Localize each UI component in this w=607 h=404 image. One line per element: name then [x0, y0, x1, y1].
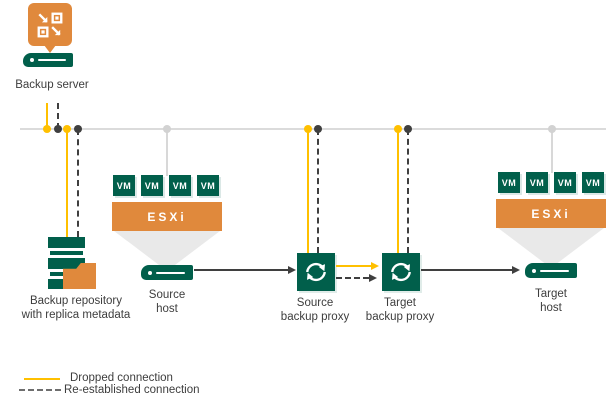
dropped-line-server: [46, 103, 48, 129]
server-led: [30, 58, 34, 62]
source-funnel: [114, 231, 220, 271]
dropped-line-target-proxy: [397, 129, 399, 253]
dropped-line-repository: [66, 129, 68, 237]
arrowhead-right: [512, 266, 520, 274]
arrow-host-to-source-proxy: [194, 269, 288, 271]
source-vm-3: VM: [169, 175, 191, 196]
dot-yellow-target-proxy: [394, 125, 402, 133]
repo-disk-2: [50, 251, 83, 255]
source-proxy-label: Source backup proxy: [280, 297, 350, 323]
dot-dark-2: [74, 125, 82, 133]
restore-qr-icon: [37, 12, 63, 37]
legend-dropped-swatch: [24, 378, 60, 380]
source-vm-1: VM: [113, 175, 135, 196]
backup-repository-label: Backup repository with replica metadata: [21, 295, 131, 321]
target-vm-4: VM: [582, 172, 604, 193]
target-funnel: [498, 228, 604, 268]
reestablished-line-server: [57, 103, 59, 129]
reestablished-arrow-proxy-to-proxy: [336, 277, 369, 279]
dot-yellow-source-proxy: [304, 125, 312, 133]
repo-disk-1: [48, 237, 85, 248]
backup-server-bar: [23, 53, 73, 67]
target-host-label: Target host: [535, 288, 567, 314]
arrow-proxy-to-target-host: [421, 269, 512, 271]
dot-yellow-2: [63, 125, 71, 133]
dot-dark-1: [54, 125, 62, 133]
reestablished-line-source-proxy: [317, 129, 319, 253]
dot-dark-source-proxy: [314, 125, 322, 133]
source-vm-2: VM: [141, 175, 163, 196]
legend-dropped-label: Dropped connection: [70, 372, 173, 384]
bubble-tail: [44, 45, 56, 53]
sync-icon: [306, 262, 326, 282]
target-proxy-label: Target backup proxy: [365, 297, 435, 323]
backup-server-bubble: [28, 3, 72, 46]
arrowhead-right: [369, 274, 377, 282]
dropped-line-source-proxy: [307, 129, 309, 253]
connector-target-host: [551, 129, 553, 173]
network-line: [20, 128, 606, 130]
host-led: [532, 268, 536, 273]
dropped-arrow-proxy-to-proxy: [336, 265, 372, 267]
legend-reestablished-swatch: [19, 389, 61, 391]
backup-server-label: Backup server: [15, 79, 89, 91]
target-vm-2: VM: [526, 172, 548, 193]
dot-yellow-1: [43, 125, 51, 133]
source-esxi-bar: ESXi: [112, 202, 222, 231]
legend-reestablished-label: Re-established connection: [64, 384, 200, 396]
target-vm-3: VM: [554, 172, 576, 193]
target-vm-1: VM: [498, 172, 520, 193]
sync-icon: [391, 262, 411, 282]
dot-gray-source: [163, 125, 171, 133]
dot-gray-target: [548, 125, 556, 133]
host-led: [148, 270, 152, 275]
reestablished-line-repository: [77, 129, 79, 237]
source-proxy-icon: [297, 253, 335, 291]
source-vm-4: VM: [197, 175, 219, 196]
server-slot: [38, 59, 66, 61]
repo-disk-3: [48, 258, 85, 269]
reestablished-line-target-proxy: [407, 129, 409, 253]
arrowhead-right-yellow: [371, 262, 379, 270]
connector-source-host: [166, 129, 168, 176]
dot-dark-target-proxy: [404, 125, 412, 133]
target-proxy-icon: [382, 253, 420, 291]
arrowhead-right: [288, 266, 296, 274]
target-esxi-bar: ESXi: [496, 199, 606, 228]
source-host-label: Source host: [148, 289, 186, 315]
target-host-bar: [525, 263, 577, 278]
host-slot: [540, 269, 569, 272]
source-host-bar: [141, 265, 193, 280]
host-slot: [156, 271, 185, 274]
